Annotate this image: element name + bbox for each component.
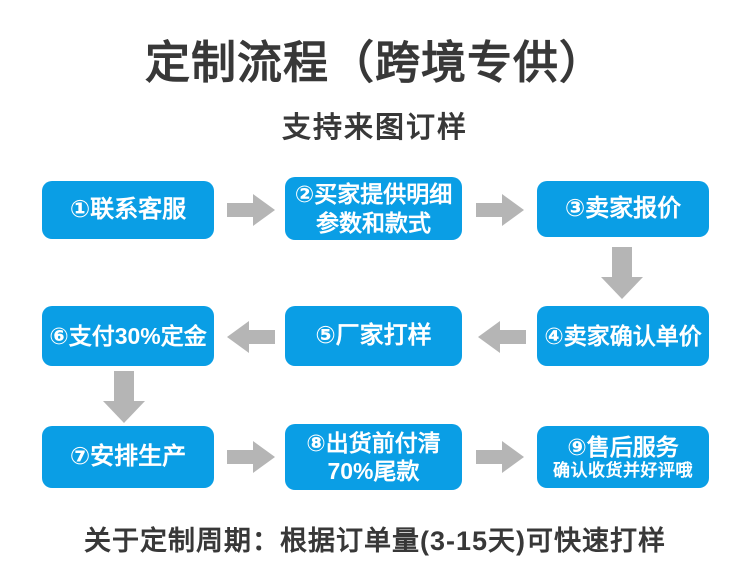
step-label: ③卖家报价 [564, 195, 682, 223]
page-title: 定制流程（跨境专供） [144, 37, 605, 88]
step-label: ⑦安排生产 [69, 443, 187, 471]
step-label: 参数和款式 [316, 209, 431, 236]
step-box-1-contact-support: ①联系客服 [42, 181, 214, 239]
arrow-down-icon [601, 247, 643, 299]
step-box-2-buyer-details: ②买家提供明细 参数和款式 [285, 177, 462, 240]
step-label: 70%尾款 [327, 458, 420, 484]
step-label: ⑤厂家打样 [315, 322, 432, 350]
arrow-left-icon [227, 321, 275, 353]
step-box-7-arrange-production: ⑦安排生产 [42, 426, 214, 488]
step-label: ⑧出货前付清 [306, 429, 441, 456]
step-label: ⑥支付30%定金 [49, 322, 207, 349]
step-box-4-seller-confirm-price: ④卖家确认单价 [537, 306, 709, 366]
arrow-left-icon [478, 321, 526, 353]
step-box-3-seller-quote: ③卖家报价 [537, 181, 709, 237]
arrow-right-icon [227, 194, 275, 226]
page-subtitle: 支持来图订样 [281, 112, 468, 144]
arrow-right-icon [227, 441, 275, 473]
step-box-5-factory-sample: ⑤厂家打样 [285, 306, 462, 366]
step-label: 确认收货并好评哦 [553, 460, 693, 480]
arrow-right-icon [476, 194, 524, 226]
step-label: ①联系客服 [69, 196, 187, 224]
step-label: ④卖家确认单价 [544, 322, 702, 349]
step-box-6-pay-deposit: ⑥支付30%定金 [42, 306, 214, 366]
step-label: ②买家提供明细 [294, 181, 453, 208]
arrow-right-icon [476, 441, 524, 473]
step-box-9-after-sales: ⑨售后服务 确认收货并好评哦 [537, 426, 709, 488]
footer-note: 关于定制周期：根据订单量(3-15天)可快速打样 [83, 526, 667, 556]
step-label: ⑨售后服务 [567, 433, 679, 460]
arrow-down-icon [103, 371, 145, 423]
step-box-8-pay-balance: ⑧出货前付清 70%尾款 [285, 424, 462, 490]
